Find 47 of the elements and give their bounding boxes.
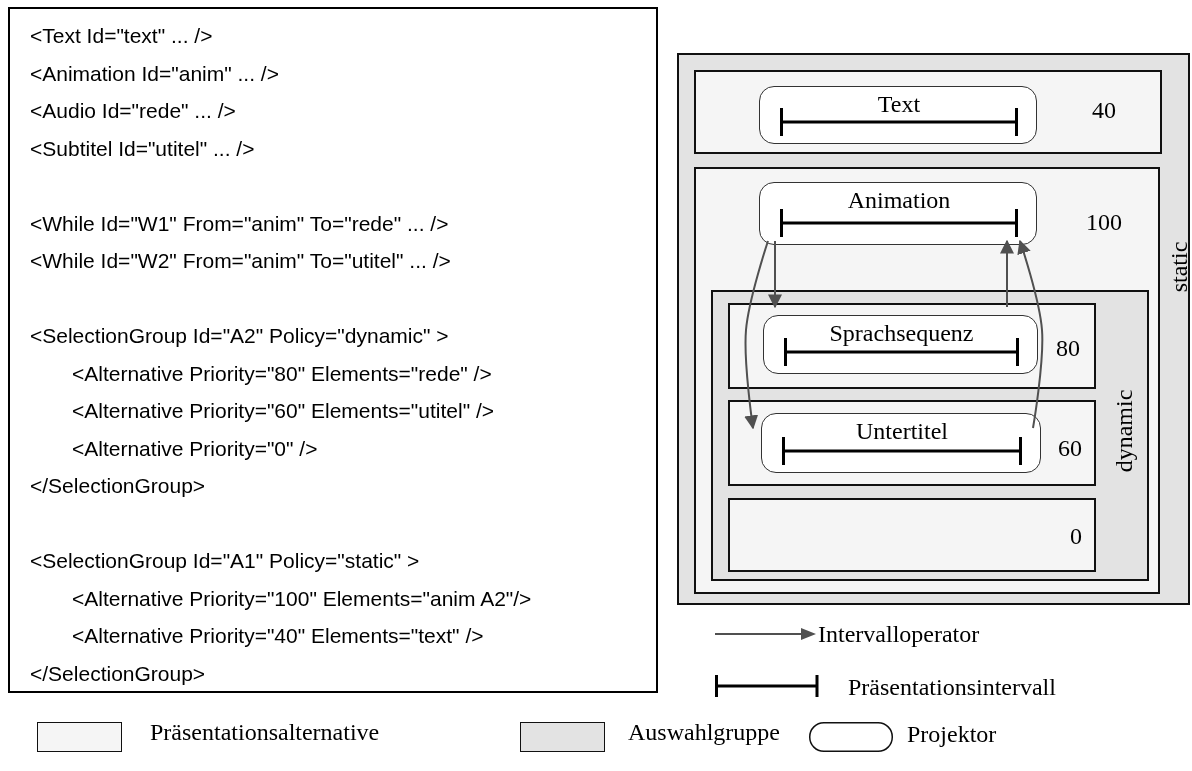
legend-label: Projektor: [907, 720, 997, 748]
priority-label: 0: [1070, 522, 1082, 550]
alternative-box: [694, 167, 1160, 594]
interval-operator-arrow: [744, 240, 769, 430]
code-line: <Alternative Priority="60" Elements="utitel" />: [72, 398, 495, 424]
selection-group-box: [677, 53, 1190, 605]
projector-box: [759, 182, 1037, 245]
policy-label: static: [1165, 241, 1192, 293]
code-line: <While Id="W2" From="anim" To="utitel" ... />: [30, 248, 451, 274]
code-line: <Animation Id="anim" ... />: [30, 60, 279, 87]
legend-label: Präsentationsintervall: [848, 673, 1056, 701]
projector-box: [761, 413, 1041, 473]
alternative-box: [694, 70, 1162, 154]
legend-label: Intervalloperator: [818, 620, 980, 648]
priority-label: 80: [1056, 334, 1080, 362]
code-line: <While Id="W1" From="anim" To="rede" ... />: [30, 210, 449, 237]
code-listing-box: [8, 7, 658, 693]
code-line: <Alternative Priority="80" Elements="rede" />: [72, 360, 492, 387]
alternative-box: [728, 498, 1096, 572]
code-line: <SelectionGroup Id="A2" Policy="dynamic" >: [30, 323, 449, 349]
priority-label: 100: [1086, 208, 1122, 236]
projector-label: Animation: [847, 186, 951, 214]
alternative-box: [728, 400, 1096, 486]
legend-label: Auswahlgruppe: [628, 718, 780, 746]
code-line: </SelectionGroup>: [30, 473, 206, 499]
interval-operator-arrow: [768, 240, 782, 309]
code-line: <SelectionGroup Id="A1" Policy="static" >: [30, 548, 420, 574]
projector-box: [763, 315, 1038, 374]
code-line: <Alternative Priority="0" />: [72, 435, 318, 462]
projector-label: Untertitel: [856, 417, 948, 445]
policy-label: dynamic: [1110, 389, 1138, 473]
code-line: <Subtitel Id="utitel" ... />: [30, 135, 255, 162]
alternative-box: [728, 303, 1096, 389]
code-line: </SelectionGroup>: [30, 660, 206, 687]
projector-label: Sprachsequenz: [829, 319, 974, 347]
projector-box: [759, 86, 1037, 144]
priority-label: 60: [1058, 434, 1082, 462]
legend-label: Präsentationsalternative: [150, 718, 380, 746]
priority-label: 40: [1092, 96, 1116, 124]
interval-operator-arrow: [1017, 239, 1044, 429]
code-line: <Alternative Priority="100" Elements="anim A2"/>: [72, 585, 532, 612]
interval-operator-arrow: [1000, 239, 1014, 308]
selection-group-box: [711, 290, 1149, 581]
code-line: <Text Id="text" ... />: [30, 23, 213, 49]
code-line: <Audio Id="rede" ... />: [30, 98, 236, 124]
projector-label: Text: [877, 90, 921, 118]
code-line: <Alternative Priority="40" Elements="text" />: [72, 623, 484, 649]
